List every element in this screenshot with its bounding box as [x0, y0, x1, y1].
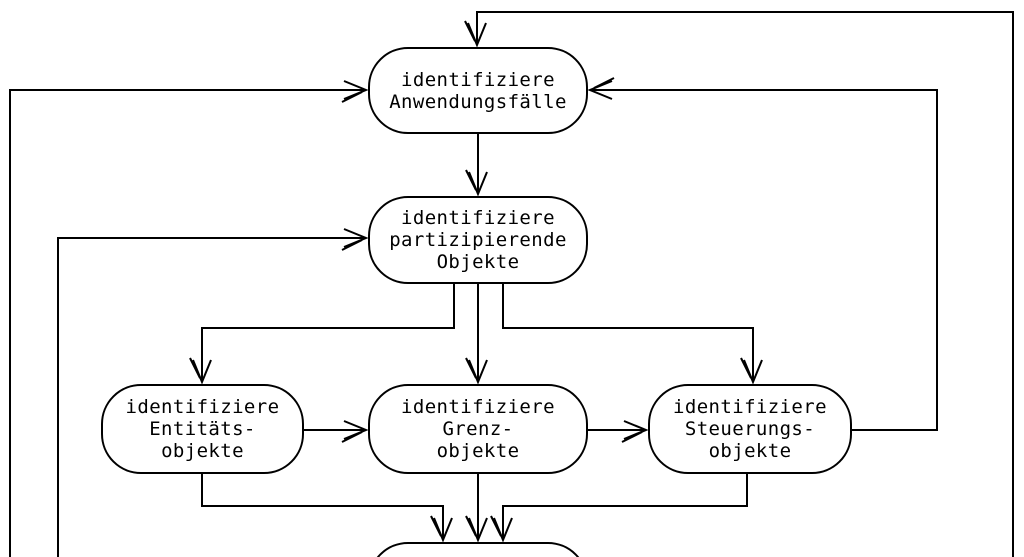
- node-text-line: objekte: [708, 440, 792, 462]
- node-text-line: Entitäts-: [149, 418, 256, 440]
- node-text-line: Grenz-: [442, 418, 514, 440]
- node-identifiziere-partizipierende-objekte: identifiziere partizipierende Objekte: [368, 196, 588, 284]
- edge-steuerungs-to-anwendungsfaelle: [587, 77, 938, 431]
- edge-left-inner-into-partizipierende: [57, 228, 369, 557]
- node-text-line: partizipierende: [389, 229, 567, 251]
- node-bottom-partial: [368, 542, 588, 557]
- node-text-line: identifiziere: [401, 207, 555, 229]
- edge-loop-top-into-anwendungsfaelle: [464, 11, 1014, 557]
- node-text-line: Objekte: [436, 251, 520, 273]
- node-text-line: identifiziere: [401, 396, 555, 418]
- node-text-line: identifiziere: [673, 396, 827, 418]
- node-text-line: identifiziere: [401, 68, 555, 91]
- node-text-line: Steuerungs-: [684, 418, 816, 440]
- node-text-line: objekte: [436, 440, 520, 462]
- node-text-line: identifiziere: [125, 396, 280, 418]
- edge-entitaets-to-bottom-node: [201, 474, 453, 543]
- node-text-line: Anwendungsfälle: [389, 90, 567, 113]
- node-identifiziere-entitaetsobjekte: identifiziere Entitäts- objekte: [101, 384, 304, 474]
- edge-steuerungs-to-bottom-node: [490, 474, 748, 543]
- node-identifiziere-anwendungsfaelle: identifiziere Anwendungsfälle: [368, 47, 588, 134]
- node-identifiziere-steuerungsobjekte: identifiziere Steuerungs- objekte: [648, 384, 852, 474]
- node-text-line: objekte: [161, 440, 244, 462]
- node-identifiziere-grenzobjekte: identifiziere Grenz- objekte: [368, 384, 588, 474]
- edge-left-outer-into-anwendungsfaelle: [9, 80, 369, 557]
- edge-partizipierende-to-steuerungs: [502, 284, 763, 385]
- edge-partizipierende-to-entitaets: [189, 284, 455, 385]
